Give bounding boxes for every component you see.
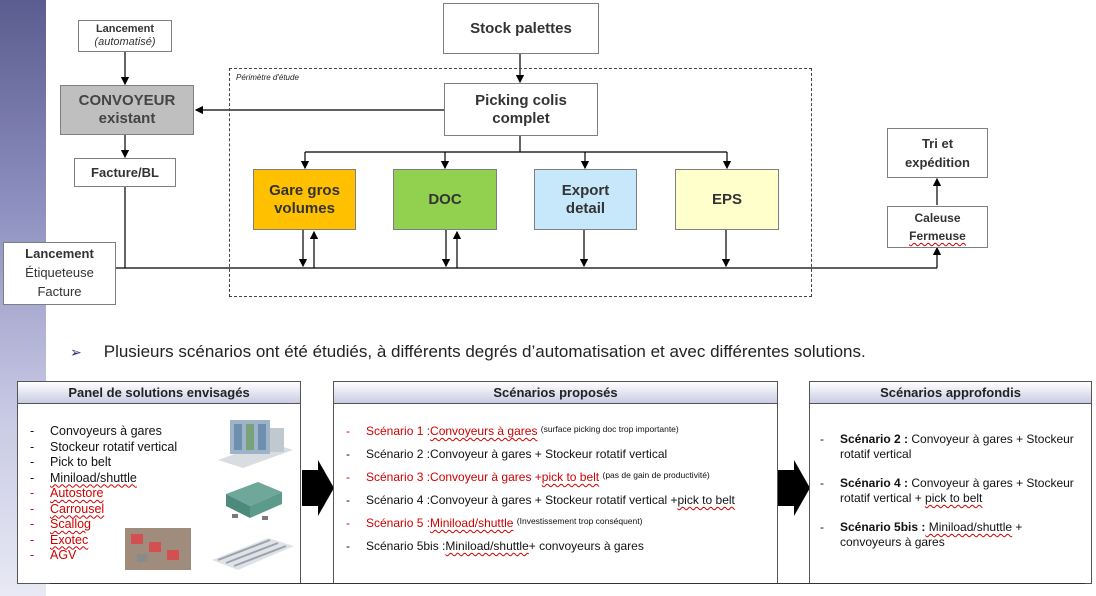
panel-scenarios-approfondis: Scénarios approfondis - Scénario 2 : Con… <box>809 381 1092 584</box>
panel-scenarios-proposes: Scénarios proposés - Scénario 1 : Convoy… <box>333 381 778 584</box>
list-item: - Scénario 3 : Convoyeur à gares + pick … <box>346 470 710 484</box>
export-label: Export <box>561 181 610 199</box>
caleuse-label: Caleuse <box>914 211 961 225</box>
list-item: -Autostore <box>30 486 104 500</box>
autostore-image <box>226 482 282 520</box>
rotary-storage-image <box>218 420 293 468</box>
bottom-divider <box>50 583 1085 584</box>
perimetre-etude-label: Périmètre d'étude <box>236 73 299 82</box>
lancement-etiqueteuse-box: Lancement Étiqueteuse Facture <box>3 242 116 305</box>
list-item: - Scénario 5 : Miniload/shuttle (Investi… <box>346 516 643 530</box>
list-item: - Scénario 4 : Convoyeur à gares + Stock… <box>820 476 1074 505</box>
existant-label: existant <box>98 110 156 127</box>
convoyeur-existant-box: CONVOYEUR existant <box>60 85 194 135</box>
list-item: - Scénario 5bis : Miniload/shuttle + con… <box>820 520 1023 549</box>
etiqueteuse-label: Étiqueteuse <box>25 265 94 281</box>
export-detail-box: Export detail <box>534 169 637 230</box>
facture-bl-label: Facture/BL <box>91 164 159 180</box>
gare-gros-label: Gare gros <box>269 181 340 199</box>
arrow-panel1-to-panel2 <box>302 460 334 516</box>
complet-label: complet <box>492 109 550 127</box>
list-item: -Carrousel <box>30 501 105 516</box>
panel-solutions: Panel de solutions envisagés -Convoyeurs… <box>17 381 301 584</box>
panel-approfondis-title: Scénarios approfondis <box>810 382 1091 404</box>
solutions-list: -Convoyeurs à gares -Stockeur rotatif ve… <box>30 424 177 564</box>
bullet-text: Plusieurs scénarios ont été étudiés, à d… <box>103 342 866 361</box>
list-item: -Exotec <box>30 532 89 547</box>
tri-expedition-box: Tri et expédition <box>887 128 988 178</box>
list-item: - Scénario 1 : Convoyeurs à gares (surfa… <box>346 424 679 438</box>
list-item: - Scénario 5bis : Miniload/shuttle + con… <box>346 539 644 553</box>
expedition-label: expédition <box>904 155 970 170</box>
stock-palettes-label: Stock palettes <box>470 19 572 37</box>
scenarios-bullet: ➢ Plusieurs scénarios ont été étudiés, à … <box>70 342 866 362</box>
volumes-label: volumes <box>274 199 335 217</box>
doc-label: DOC <box>428 190 462 208</box>
automatise-label: (automatisé) <box>94 36 156 48</box>
caleuse-fermeuse-box: Caleuse Fermeuse <box>887 206 988 248</box>
list-item: -Convoyeurs à gares <box>30 424 162 438</box>
list-item: -Scallog <box>30 517 91 531</box>
tri-label: Tri et <box>921 135 954 151</box>
eps-box: EPS <box>675 169 779 230</box>
lancement-label-2: Lancement <box>25 246 94 262</box>
list-item: - Scénario 4 : Convoyeur à gares + Stock… <box>346 493 735 507</box>
bullet-arrow-icon: ➢ <box>70 344 82 360</box>
shuttle-conveyor-image <box>212 538 294 570</box>
gare-gros-volumes-box: Gare gros volumes <box>253 169 356 230</box>
agv-warehouse-image <box>125 528 191 570</box>
list-item: -Miniload/shuttle <box>30 470 137 485</box>
lancement-label: Lancement <box>95 22 155 35</box>
eps-label: EPS <box>711 190 742 208</box>
list-item: - Scénario 2 : Convoyeur à gares + Stock… <box>346 447 668 461</box>
scenarios-list: - Scénario 1 : Convoyeurs à gares (surfa… <box>346 424 735 562</box>
picking-colis-box: Picking colis complet <box>444 83 598 136</box>
facture-label: Facture <box>37 283 82 299</box>
list-item: -Pick to belt <box>30 455 112 469</box>
fermeuse-label: Fermeuse <box>909 229 966 243</box>
list-item: - Scénario 2 : Convoyeur à gares + Stock… <box>820 432 1074 461</box>
picking-colis-label: Picking colis <box>475 91 567 109</box>
panel-solutions-title: Panel de solutions envisagés <box>18 382 300 404</box>
stock-palettes-box: Stock palettes <box>443 3 599 54</box>
facture-bl-box: Facture/BL <box>74 158 176 187</box>
convoyeur-label: CONVOYEUR <box>78 92 176 109</box>
panel-scenarios-title: Scénarios proposés <box>334 382 777 404</box>
arrow-panel2-to-panel3 <box>778 460 810 516</box>
list-item: -AGV <box>30 548 77 562</box>
approfondis-list: - Scénario 2 : Convoyeur à gares + Stock… <box>820 432 1082 564</box>
lancement-automatise-box: Lancement (automatisé) <box>78 20 172 52</box>
doc-box: DOC <box>393 169 497 230</box>
detail-label: detail <box>565 199 606 217</box>
list-item: -Stockeur rotatif vertical <box>30 439 178 454</box>
perimetre-etude-frame <box>229 68 812 297</box>
